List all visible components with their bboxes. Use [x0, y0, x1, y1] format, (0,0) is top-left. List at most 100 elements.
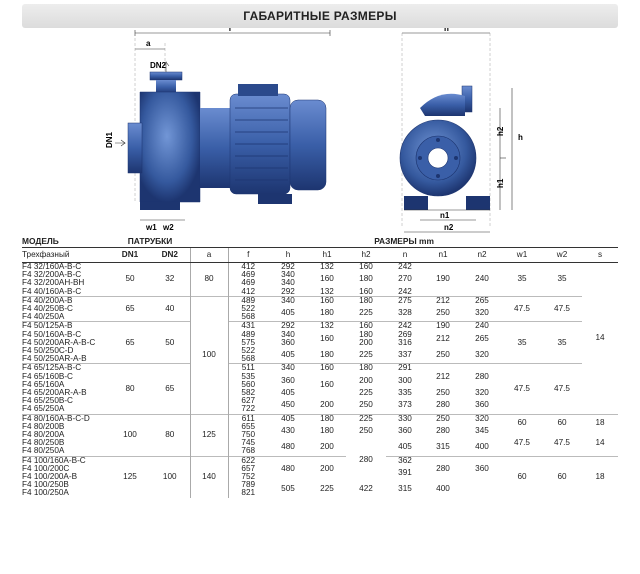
n-cell: 242 [398, 287, 412, 296]
h-cell: 450 [281, 400, 295, 410]
col-n2: n2 [462, 247, 503, 263]
h1-cell: 200 [320, 442, 334, 452]
a-cell: 80 [189, 262, 229, 297]
n1-cell: 250 [436, 308, 450, 318]
h1-cell: 180 [320, 425, 334, 435]
s-cell: 18 [582, 413, 619, 432]
w2-cell: 60 [542, 455, 583, 498]
model-cell: F4 65/125A-B-C [22, 363, 110, 373]
f-cell: 575 [227, 338, 269, 348]
model-cell: F4 100/250A [22, 489, 69, 498]
label-h1: h1 [496, 178, 505, 188]
n1-cell: 212 [424, 295, 463, 306]
w1-cell: 35 [502, 321, 543, 364]
n1-cell: 315 [398, 484, 412, 494]
model-cell: F4 65/200AR-A-B [22, 389, 87, 398]
w1-cell: 35 [517, 274, 527, 284]
model-cell: F4 32/160A-B-C [22, 262, 82, 271]
col-h1: h1 [308, 247, 347, 263]
col-s: s [582, 247, 619, 263]
f-cell: 745 [227, 439, 269, 448]
n-cell: 242 [398, 262, 412, 271]
h2-cell: 225 [346, 413, 387, 423]
n-cell: 405 [398, 442, 412, 452]
col-h: h [268, 247, 309, 263]
header-three-phase: Трехфазный [22, 247, 110, 263]
f-cell: 582 [227, 389, 269, 398]
dn1-cell: 65 [110, 321, 150, 364]
h-cell: 340 [281, 279, 295, 288]
f-cell: 750 [227, 431, 269, 440]
dn2-cell: 32 [165, 274, 175, 284]
h2-cell: 160 [359, 262, 373, 271]
h1-cell: 160 [320, 274, 334, 284]
f-cell: 568 [227, 313, 269, 322]
h1-cell: 160 [320, 379, 334, 389]
f-cell: 768 [227, 447, 269, 457]
n-cell: 391 [398, 467, 412, 477]
n-cell: 330 [386, 413, 425, 423]
h1-cell: 200 [308, 455, 347, 482]
h1-cell: 132 [308, 321, 347, 331]
h2-cell: 160 [359, 287, 373, 296]
h-cell: 430 [281, 425, 295, 435]
s-cell: 14 [595, 438, 605, 448]
n2-cell: 320 [475, 389, 489, 398]
w1-cell: 47.5 [514, 438, 530, 448]
h1-cell: 180 [320, 350, 334, 360]
model-cell: F4 50/250AR-A-B [22, 355, 87, 364]
h2-cell: 200 [359, 338, 373, 347]
w1-cell: 60 [502, 413, 543, 432]
f-cell: 657 [227, 464, 269, 474]
h2-cell: 225 [359, 389, 373, 398]
n1-cell: 212 [436, 333, 450, 343]
h2-cell: 250 [359, 400, 373, 410]
n1-cell: 250 [424, 413, 463, 423]
dimension-drawings: f a DN2 DN1 w1 w2 n [105, 28, 523, 233]
f-cell: 489 [227, 295, 269, 306]
n-cell: 300 [398, 375, 412, 385]
h2-cell: 180 [359, 330, 373, 339]
w2-cell: 47.5 [542, 295, 583, 322]
n1-cell: 212 [424, 363, 463, 390]
page-title: ГАБАРИТНЫЕ РАЗМЕРЫ [243, 9, 397, 23]
n-cell: 275 [386, 295, 425, 306]
h1-cell: 180 [308, 413, 347, 423]
n-cell: 422 [359, 484, 373, 494]
h2-cell: 250 [359, 425, 373, 435]
model-cell: F4 65/160B-C [22, 372, 73, 381]
model-cell: F4 50/250C-D [22, 347, 74, 356]
n1-cell: 280 [436, 425, 450, 435]
col-w2: w2 [542, 247, 583, 263]
n2-cell: 345 [475, 425, 489, 435]
s-cell: 18 [582, 455, 619, 498]
h-cell: 480 [281, 442, 295, 452]
dn1-cell: 50 [125, 274, 135, 284]
h1-cell: 160 [308, 363, 347, 373]
side-view-drawing: f a DN2 DN1 w1 w2 [105, 28, 331, 232]
s-cell: 14 [595, 333, 605, 343]
w2-cell: 35 [542, 321, 583, 364]
model-cell: F4 40/200A-B [22, 295, 110, 306]
h1-cell: 225 [320, 484, 334, 494]
n-cell: 291 [386, 363, 425, 373]
h-cell: 292 [281, 262, 295, 271]
f-cell: 469 [227, 271, 269, 280]
w2-cell: 47.5 [554, 438, 570, 448]
model-cell: F4 50/160A-B-C [22, 330, 82, 339]
label-dn2: DN2 [150, 61, 167, 70]
n-cell: 316 [398, 338, 412, 347]
page-title-bar: ГАБАРИТНЫЕ РАЗМЕРЫ [22, 4, 618, 28]
